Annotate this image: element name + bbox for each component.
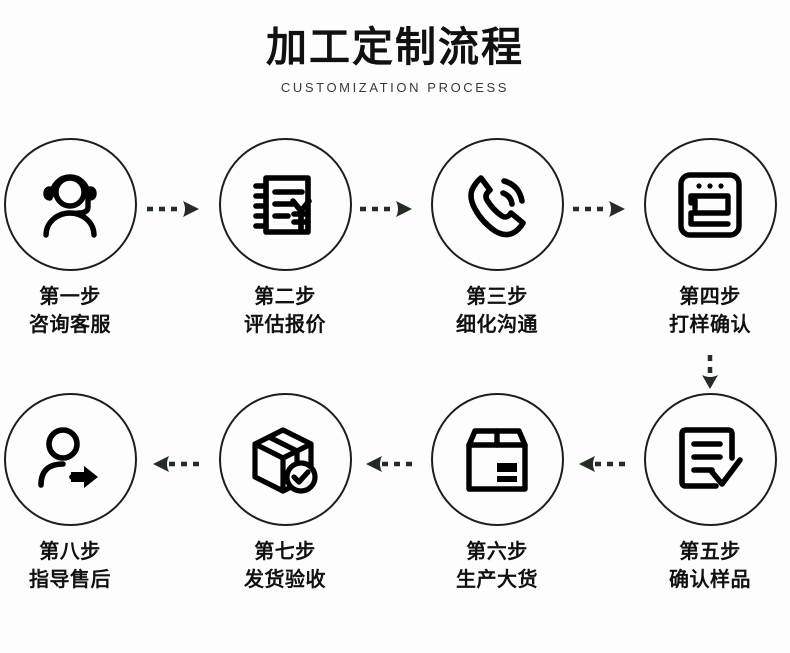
step-7[interactable]: 第七步 发货验收 [210,393,360,594]
step-6-circle [430,393,564,526]
step-7-step-label: 第七步 [254,541,316,563]
step-5-labels: 第五步 确认样品 [635,539,785,594]
carton-box-icon [466,427,528,492]
step-7-labels: 第七步 发货验收 [210,539,360,594]
connector-step2-to-step3 [358,198,420,220]
step-5[interactable]: 第五步 确认样品 [635,393,785,594]
process-row-top: 第一步 咨询客服 [0,138,790,353]
step-3-step-label: 第三步 [466,286,528,308]
step-4[interactable]: 第四步 打样确认 [635,138,785,339]
step-5-circle [643,393,777,526]
step-1-desc-label: 咨询客服 [29,313,111,336]
step-3-circle [430,138,564,271]
step-4-step-label: 第四步 [679,286,741,308]
dashed-arrow-left-icon [366,456,418,472]
step-2-step-label: 第二步 [254,286,316,308]
step-2-labels: 第二步 评估报价 [210,284,360,339]
dashed-arrow-left-icon [579,456,631,472]
step-8[interactable]: 第八步 指导售后 [0,393,145,594]
dashed-arrow-down-icon [702,355,718,389]
connector-step4-to-step5 [699,353,721,391]
page-subtitle: CUSTOMIZATION PROCESS [280,80,510,96]
dashed-arrow-right-icon [573,201,625,217]
dashed-arrow-left-icon [153,456,205,472]
connector-step5-to-step6 [571,453,633,475]
connector-step3-to-step4 [571,198,633,220]
step-5-desc-label: 确认样品 [669,568,751,591]
step-8-circle [3,393,137,526]
step-4-circle [643,138,777,271]
step-1[interactable]: 第一步 咨询客服 [0,138,145,339]
step-7-desc-label: 发货验收 [244,568,326,591]
customer-service-headset-icon [43,173,97,238]
step-6-desc-label: 生产大货 [456,568,538,591]
process-row-bottom: 第八步 指导售后 [0,393,790,608]
dashed-arrow-right-icon [360,201,412,217]
person-arrow-right-icon [38,426,98,488]
step-3-desc-label: 细化沟通 [456,313,538,336]
step-7-circle [218,393,352,526]
step-1-step-label: 第一步 [39,286,101,308]
step-6-step-label: 第六步 [466,541,528,563]
step-4-desc-label: 打样确认 [669,313,751,336]
step-2[interactable]: 第二步 评估报价 [210,138,360,339]
step-5-step-label: 第五步 [679,541,741,563]
step-3[interactable]: 第三步 细化沟通 [422,138,572,339]
checklist-approved-icon [679,426,743,489]
connector-step6-to-step7 [358,453,420,475]
connector-step7-to-step8 [145,453,207,475]
sewing-machine-icon [678,171,742,238]
step-2-circle [218,138,352,271]
step-3-labels: 第三步 细化沟通 [422,284,572,339]
step-1-labels: 第一步 咨询客服 [0,284,145,339]
step-6[interactable]: 第六步 生产大货 [422,393,572,594]
page-title: 加工定制流程 [266,24,524,70]
step-1-circle [3,138,137,271]
step-6-labels: 第六步 生产大货 [422,539,572,594]
step-8-labels: 第八步 指导售后 [0,539,145,594]
dashed-arrow-right-icon [147,201,199,217]
step-8-step-label: 第八步 [39,541,101,563]
phone-call-signal-icon [468,174,526,237]
step-4-labels: 第四步 打样确认 [635,284,785,339]
step-8-desc-label: 指导售后 [29,568,111,591]
connector-step1-to-step2 [145,198,207,220]
package-verified-icon [252,426,318,494]
quotation-document-yuan-icon [253,174,312,235]
step-2-desc-label: 评估报价 [244,313,326,336]
header: 加工定制流程 CUSTOMIZATION PROCESS [0,0,790,95]
